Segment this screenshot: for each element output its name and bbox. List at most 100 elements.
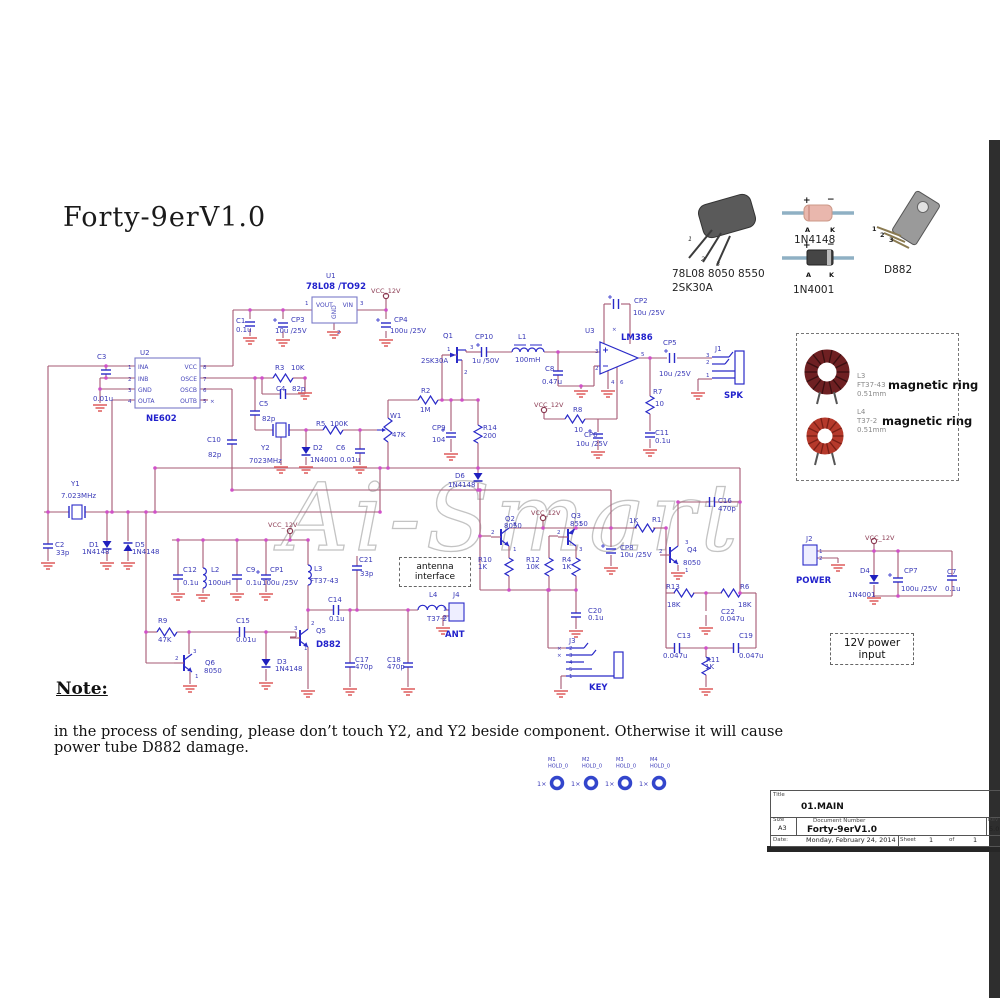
schematic-label: − — [827, 240, 835, 250]
schematic-label: 1u /50V — [472, 357, 499, 365]
schematic-label: 3 — [595, 349, 599, 355]
schematic-label: 1 — [688, 235, 692, 243]
toroid-winding — [806, 375, 819, 383]
d882-lead — [890, 238, 910, 249]
toroid-lead — [833, 391, 838, 405]
schematic-label: R12 — [526, 556, 540, 564]
schematic-label: R14 — [483, 424, 497, 432]
resistor — [503, 557, 515, 577]
key-jack — [613, 651, 624, 679]
doc-number-label: Document Number — [813, 818, 866, 824]
vcc-symbol — [539, 514, 547, 522]
mounting-hole-sub: HOLD_0 — [548, 764, 568, 770]
schematic-label: magnetic ring — [888, 378, 978, 392]
schematic-label: 10u /25V — [620, 551, 652, 559]
schematic-label: 3 — [889, 236, 894, 244]
schematic-label: 1 — [195, 674, 199, 680]
diode-1n4001-body — [806, 249, 834, 266]
schematic-label: 2 — [819, 556, 823, 562]
schematic-label: C11 — [655, 429, 669, 437]
schematic-label: Q1 — [443, 332, 453, 340]
junction-dot — [187, 630, 191, 634]
schematic-label: CP8 — [620, 544, 634, 552]
toroid-winding — [835, 375, 848, 383]
schematic-label: R7 — [653, 388, 662, 396]
schematic-label: 2 — [557, 530, 561, 536]
schematic-label: 10u /25V — [275, 327, 307, 335]
schematic-label: + — [803, 196, 811, 206]
schematic-label: VIN — [343, 302, 353, 309]
schematic-label: 2SK30A — [421, 357, 448, 365]
sheet-number: 1 — [929, 836, 934, 844]
schematic-label: 1 — [128, 365, 132, 371]
schematic-label: 1 — [513, 547, 517, 553]
schematic-label: 104 — [432, 436, 446, 444]
junction-dot — [476, 488, 480, 492]
schematic-label: 0.51mm — [857, 426, 886, 434]
mounting-hole-label: M2 — [582, 757, 590, 763]
transistor-npn — [669, 545, 679, 553]
mounting-hole — [617, 775, 633, 791]
schematic-label: C10 — [207, 436, 221, 444]
spk-jack — [734, 350, 745, 385]
schematic-label: Y1 — [70, 480, 80, 488]
transistor-npn — [673, 559, 678, 564]
transistor-jfet — [450, 352, 456, 358]
schematic-label: CP3 — [291, 316, 305, 324]
crystal — [275, 422, 287, 438]
junction-dot — [153, 466, 157, 470]
schematic-label: 0.1u — [655, 437, 671, 445]
schematic-label: FT37-43 — [857, 381, 886, 389]
toroid-winding — [812, 379, 822, 390]
schematic-label: 78L08 8050 8550 — [672, 268, 765, 280]
resistor — [644, 395, 656, 415]
schematic-label: INA — [138, 364, 149, 371]
to92-lead — [716, 235, 731, 266]
schematic-label: 0.1u — [588, 614, 604, 622]
schematic-label: 1 — [579, 522, 583, 528]
diode — [123, 544, 133, 551]
schematic-label: R3 — [275, 364, 284, 372]
transistor-pnp — [567, 539, 577, 547]
schematic-label: FT37-43 — [310, 577, 339, 585]
to92-drawing — [697, 193, 757, 239]
schematic-label: 4 — [611, 380, 615, 386]
schematic-label: L4 — [857, 408, 866, 416]
schematic-label: × — [557, 653, 562, 659]
schematic-label: 7023MHz — [249, 457, 282, 465]
diode — [301, 447, 311, 454]
junction-dot — [126, 510, 130, 514]
schematic-label: 0.1u — [183, 579, 199, 587]
schematic-label: 2 — [880, 231, 885, 239]
schematic-label: 10K — [291, 364, 305, 372]
schematic-label: 2 — [595, 366, 599, 372]
junction-dot — [664, 526, 668, 530]
schematic-label: 2 — [491, 530, 495, 536]
schematic-label: OSCE — [180, 376, 197, 383]
resistor — [322, 424, 344, 436]
schematic-label: R13 — [666, 583, 680, 591]
resistor — [720, 587, 742, 599]
toroid-winding — [821, 381, 826, 395]
schematic-label: D3 — [277, 658, 287, 666]
schematic-label: 470p — [387, 663, 405, 671]
schematic-label: Q5 — [316, 627, 326, 635]
magnetic-ring-box — [796, 333, 959, 481]
schematic-label: K — [830, 226, 836, 234]
schematic-label: 10K — [526, 563, 540, 571]
schematic-label: 1N4001 — [310, 456, 338, 464]
junction-dot — [264, 538, 268, 542]
schematic-label: L3 — [314, 565, 322, 573]
schematic-label: 1N4001 — [848, 591, 876, 599]
schematic-label: 2 — [701, 255, 705, 263]
schematic-label: 2 — [464, 370, 468, 376]
schematic-label: CP2 — [634, 297, 648, 305]
schematic-label: 0.51mm — [857, 390, 886, 398]
junction-dot — [260, 376, 264, 380]
schematic-label: 1 — [447, 347, 451, 353]
d882-lead — [876, 226, 902, 237]
schematic-label: Y2 — [260, 444, 270, 452]
schematic-label: R9 — [158, 617, 167, 625]
schematic-label: 47K — [158, 636, 172, 644]
